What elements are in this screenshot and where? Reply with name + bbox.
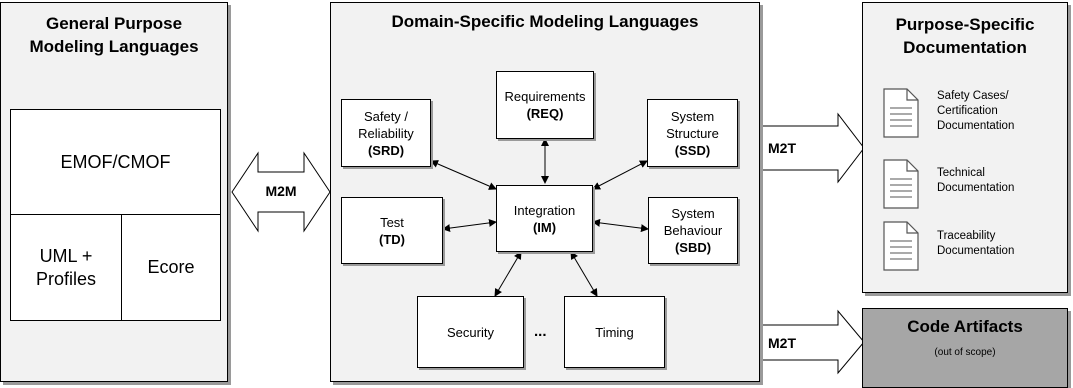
- metamodel-divider-v: [121, 214, 122, 320]
- test-abbr: (TD): [379, 231, 405, 247]
- doc-item-technical: Technical Documentation: [937, 166, 1014, 196]
- document-icon: [883, 221, 919, 271]
- integration-abbr: (IM): [532, 219, 557, 235]
- general-purpose-title-line1: General Purpose: [45, 14, 183, 33]
- structure-line2: Structure: [666, 125, 719, 141]
- structure-abbr: (SSD): [674, 142, 711, 158]
- ecore-label: Ecore: [147, 257, 195, 277]
- behaviour-abbr: (SBD): [674, 240, 712, 255]
- general-purpose-panel: General Purpose Modeling Languages EMOF/…: [0, 2, 228, 382]
- requirements-abbr: (REQ): [526, 106, 564, 121]
- structure-line1: System: [670, 108, 715, 124]
- system-structure-box: System Structure (SSD): [647, 99, 738, 167]
- integration-box: Integration (IM): [496, 185, 593, 252]
- dsml-title: Domain-Specific Modeling Languages: [391, 12, 699, 31]
- emof-cmof-label: EMOF/CMOF: [60, 151, 171, 172]
- doc-item-traceability: Traceability Documentation: [937, 229, 1014, 259]
- timing-box: Timing: [564, 296, 665, 368]
- document-icon: [883, 88, 919, 138]
- doc-item-1-line2: Certification: [937, 105, 998, 117]
- connector-security-integration: [494, 251, 522, 297]
- behaviour-line2: Behaviour: [663, 223, 723, 238]
- connector-sbd-integration: [592, 218, 649, 233]
- safety-abbr: (SRD): [367, 142, 405, 158]
- test-label: Test: [380, 214, 404, 230]
- test-box: Test (TD): [341, 197, 443, 264]
- behaviour-line1: System: [671, 206, 715, 221]
- general-purpose-title: General Purpose Modeling Languages: [1, 12, 227, 58]
- connector-ssd-integration: [592, 160, 648, 190]
- diagram-connectors: [231, 112, 865, 375]
- m2t-bottom-label: M2T: [768, 335, 796, 351]
- documentation-title: Purpose-Specific Documentation: [863, 13, 1067, 59]
- doc-item-3-line1: Traceability: [937, 230, 996, 242]
- documentation-title-line1: Purpose-Specific: [895, 15, 1035, 34]
- m2t-top-arrow: [759, 112, 865, 184]
- documentation-title-line2: Documentation: [903, 38, 1027, 57]
- code-artifacts-note: (out of scope): [934, 347, 996, 358]
- documentation-panel: Purpose-Specific Documentation Safety Ca…: [862, 2, 1068, 293]
- requirements-label: Requirements: [504, 89, 586, 104]
- connector-srd-integration: [430, 160, 497, 190]
- timing-label: Timing: [595, 324, 634, 340]
- integration-label: Integration: [513, 202, 576, 218]
- general-purpose-title-line2: Modeling Languages: [29, 37, 199, 56]
- uml-line1: UML +: [39, 245, 93, 266]
- safety-reliability-box: Safety / Reliability (SRD): [341, 99, 431, 167]
- connector-timing-integration: [570, 251, 598, 297]
- m2m-label: M2M: [265, 183, 297, 199]
- document-icon: [883, 159, 919, 209]
- system-behaviour-box: System Behaviour (SBD): [648, 197, 738, 264]
- requirements-box: Requirements (REQ): [496, 71, 594, 139]
- code-artifacts-title: Code Artifacts: [907, 317, 1023, 336]
- safety-line2: Reliability: [358, 125, 414, 141]
- doc-item-2-line2: Documentation: [937, 182, 1015, 194]
- doc-item-safety-cases: Safety Cases/ Certification Documentatio…: [937, 89, 1014, 134]
- m2t-top-label: M2T: [768, 140, 796, 156]
- metamodel-divider-h: [11, 214, 220, 215]
- doc-item-1-line1: Safety Cases/: [937, 90, 1009, 102]
- doc-item-2-line1: Technical: [937, 167, 985, 179]
- security-box: Security: [417, 296, 524, 368]
- code-artifacts-panel: Code Artifacts (out of scope): [862, 308, 1068, 388]
- safety-line1: Safety /: [363, 108, 409, 124]
- m2t-bottom-arrow: [759, 309, 865, 375]
- doc-item-3-line2: Documentation: [937, 245, 1015, 257]
- uml-line2: Profiles: [35, 268, 97, 289]
- doc-item-1-line3: Documentation: [937, 120, 1015, 132]
- connector-td-integration: [442, 218, 497, 233]
- security-label: Security: [447, 324, 494, 340]
- metamodel-block: EMOF/CMOF UML + Profiles Ecore: [10, 109, 221, 321]
- uml-profiles-label: UML + Profiles: [11, 215, 121, 320]
- ellipsis-label: ...: [534, 323, 547, 340]
